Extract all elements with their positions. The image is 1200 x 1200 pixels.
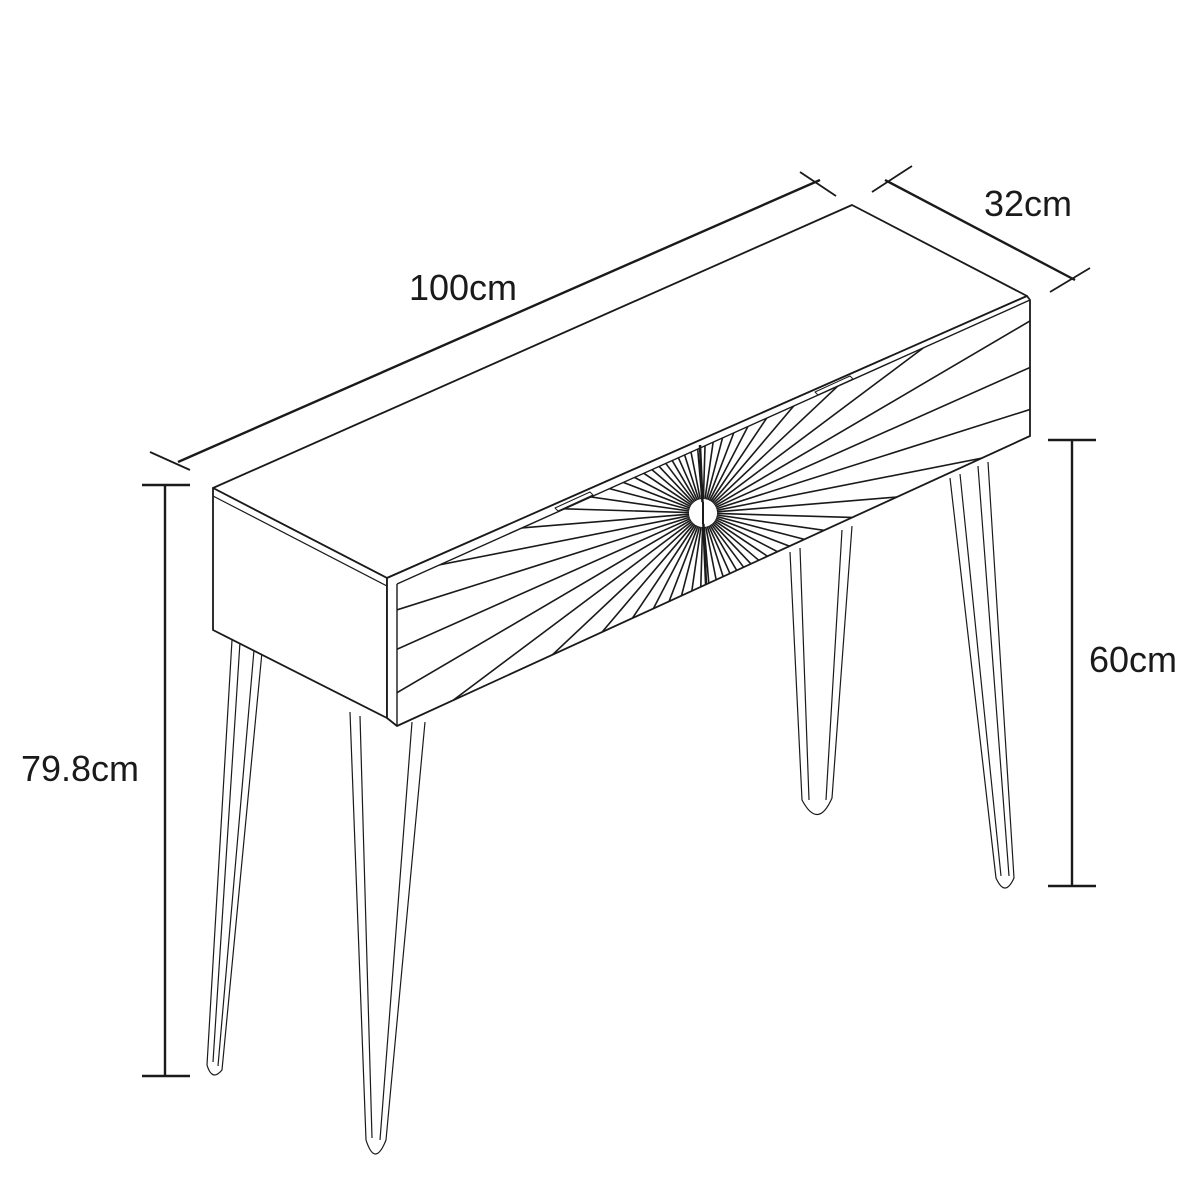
sunburst-ray: [711, 300, 1030, 503]
dimension-line-total-height: [142, 483, 190, 1078]
sunburst-ray: [713, 521, 1030, 726]
leg-front-left: [349, 711, 426, 1155]
sunburst-ray: [712, 300, 1030, 504]
sunburst-ray: [397, 514, 690, 650]
dimension-line-width: [149, 171, 837, 471]
sunburst-ray: [715, 300, 1030, 509]
sunburst-ray: [704, 526, 840, 726]
sunburst-ray: [707, 525, 989, 726]
sunburst-ray: [397, 519, 692, 726]
sunburst-ray: [712, 522, 1030, 726]
sunburst-ray: [397, 517, 691, 726]
sunburst-ray: [397, 523, 695, 726]
sunburst-ray: [397, 513, 690, 572]
total-height-label: 79.8cm: [21, 748, 139, 789]
sunburst-ray: [716, 512, 1030, 535]
sunburst-ray: [397, 516, 690, 726]
drawer-handle-left: [554, 491, 594, 512]
sunburst-ray: [706, 526, 916, 726]
sunburst-ray: [397, 520, 693, 726]
leg-height-label: 60cm: [1089, 639, 1177, 680]
sunburst-ray: [603, 526, 702, 726]
sunburst-ray: [716, 300, 1030, 510]
leg-back-left: [206, 639, 263, 1076]
leg-front-right: [789, 525, 853, 816]
sunburst-ray: [710, 523, 1030, 726]
sunburst-ray: [397, 522, 694, 726]
dimension-line-depth: [871, 165, 1091, 293]
dimension-line-leg-height: [1048, 438, 1096, 888]
sunburst-ray: [681, 526, 704, 726]
drawer-handle-right: [814, 375, 854, 396]
sunburst-ray: [703, 526, 762, 726]
sunburst-ray: [716, 376, 1030, 512]
sunburst-ray: [713, 300, 1030, 506]
sunburst-ray: [716, 454, 1030, 513]
width-label: 100cm: [409, 267, 517, 308]
depth-label: 32cm: [984, 183, 1072, 224]
leg-back-right: [949, 461, 1015, 889]
sunburst-ray: [397, 491, 690, 514]
sunburst-ray: [714, 520, 1030, 726]
sunburst-ray: [714, 300, 1030, 507]
